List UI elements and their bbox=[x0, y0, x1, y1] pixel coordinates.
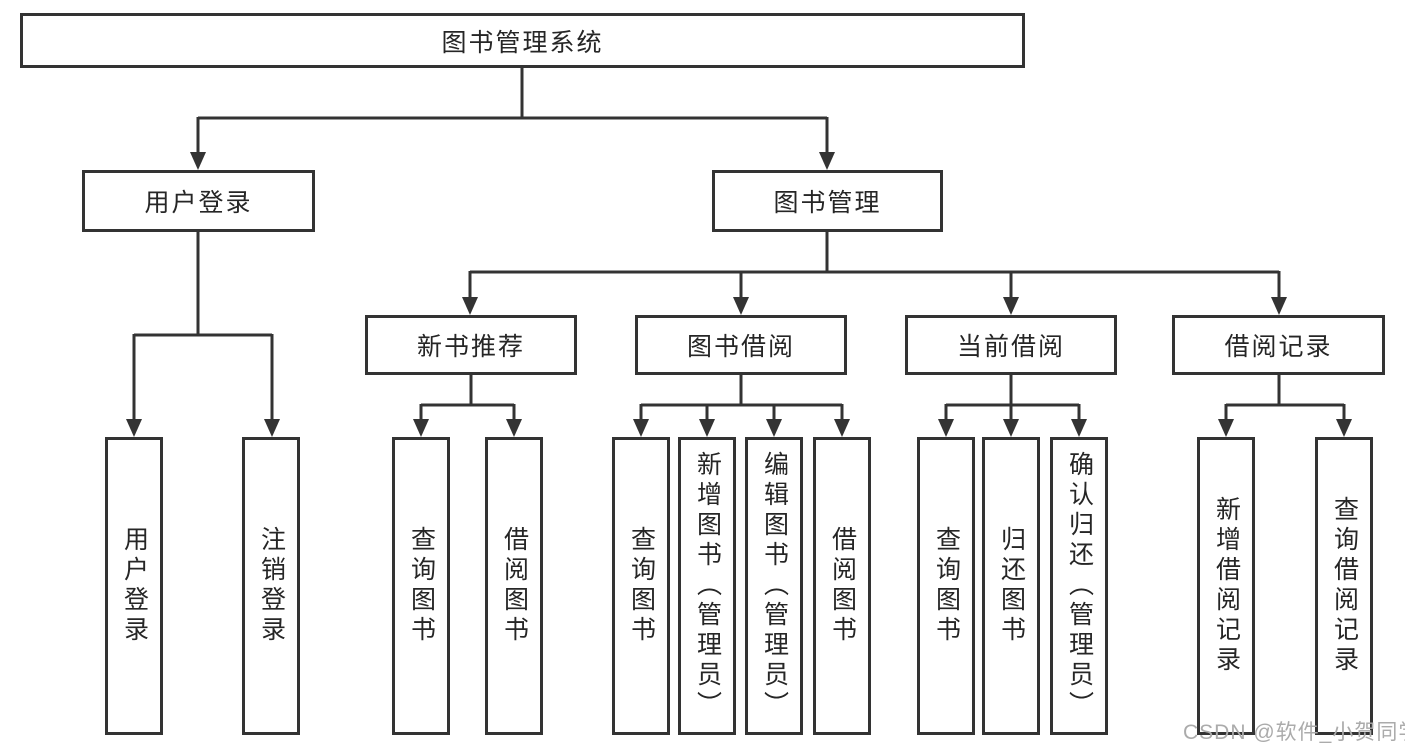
node-label: 确认归还（管理员） bbox=[1065, 451, 1094, 721]
node-label: 用户登录 bbox=[120, 526, 149, 646]
node-label: 新增图书（管理员） bbox=[693, 451, 722, 721]
node-label: 图书借阅 bbox=[686, 333, 795, 361]
node-label: 借阅图书 bbox=[828, 526, 857, 646]
node-label: 借阅记录 bbox=[1224, 333, 1333, 361]
leaf-edit-books-admin: 编辑图书（管理员） bbox=[745, 437, 803, 735]
node-current-borrowing: 当前借阅 bbox=[905, 315, 1117, 375]
node-user-login: 用户登录 bbox=[82, 170, 315, 232]
node-label: 归还图书 bbox=[997, 526, 1026, 646]
node-label: 查询图书 bbox=[932, 526, 961, 646]
node-borrow-records: 借阅记录 bbox=[1172, 315, 1385, 375]
leaf-add-books-admin: 新增图书（管理员） bbox=[678, 437, 736, 735]
csdn-watermark: CSDN @软件_小贺同学 bbox=[1183, 721, 1405, 744]
node-label: 当前借阅 bbox=[956, 333, 1065, 361]
leaf-borrow-books-borrowing: 借阅图书 bbox=[813, 437, 871, 735]
node-book-management: 图书管理 bbox=[712, 170, 943, 232]
node-label: 新增借阅记录 bbox=[1212, 496, 1241, 676]
leaf-add-borrow-record: 新增借阅记录 bbox=[1197, 437, 1255, 735]
node-label: 查询图书 bbox=[627, 526, 656, 646]
node-label: 借阅图书 bbox=[500, 526, 529, 646]
leaf-query-books-borrowing: 查询图书 bbox=[612, 437, 670, 735]
node-label: 用户登录 bbox=[144, 189, 253, 217]
node-label: 图书管理 bbox=[773, 189, 882, 217]
leaf-logout: 注销登录 bbox=[242, 437, 300, 735]
leaf-query-books-recommend: 查询图书 bbox=[392, 437, 450, 735]
leaf-return-books: 归还图书 bbox=[982, 437, 1040, 735]
node-label: 查询借阅记录 bbox=[1330, 496, 1359, 676]
leaf-borrow-books-recommend: 借阅图书 bbox=[485, 437, 543, 735]
node-label: 查询图书 bbox=[407, 526, 436, 646]
leaf-user-login: 用户登录 bbox=[105, 437, 163, 735]
node-label: 编辑图书（管理员） bbox=[760, 451, 789, 721]
leaf-confirm-return-admin: 确认归还（管理员） bbox=[1050, 437, 1108, 735]
node-new-book-recommend: 新书推荐 bbox=[365, 315, 577, 375]
node-book-management-system: 图书管理系统 bbox=[20, 13, 1025, 68]
leaf-query-borrow-record: 查询借阅记录 bbox=[1315, 437, 1373, 735]
leaf-query-books-current: 查询图书 bbox=[917, 437, 975, 735]
node-label: 图书管理系统 bbox=[441, 28, 604, 57]
node-book-borrowing: 图书借阅 bbox=[635, 315, 847, 375]
node-label: 注销登录 bbox=[257, 526, 286, 646]
node-label: 新书推荐 bbox=[416, 333, 525, 361]
